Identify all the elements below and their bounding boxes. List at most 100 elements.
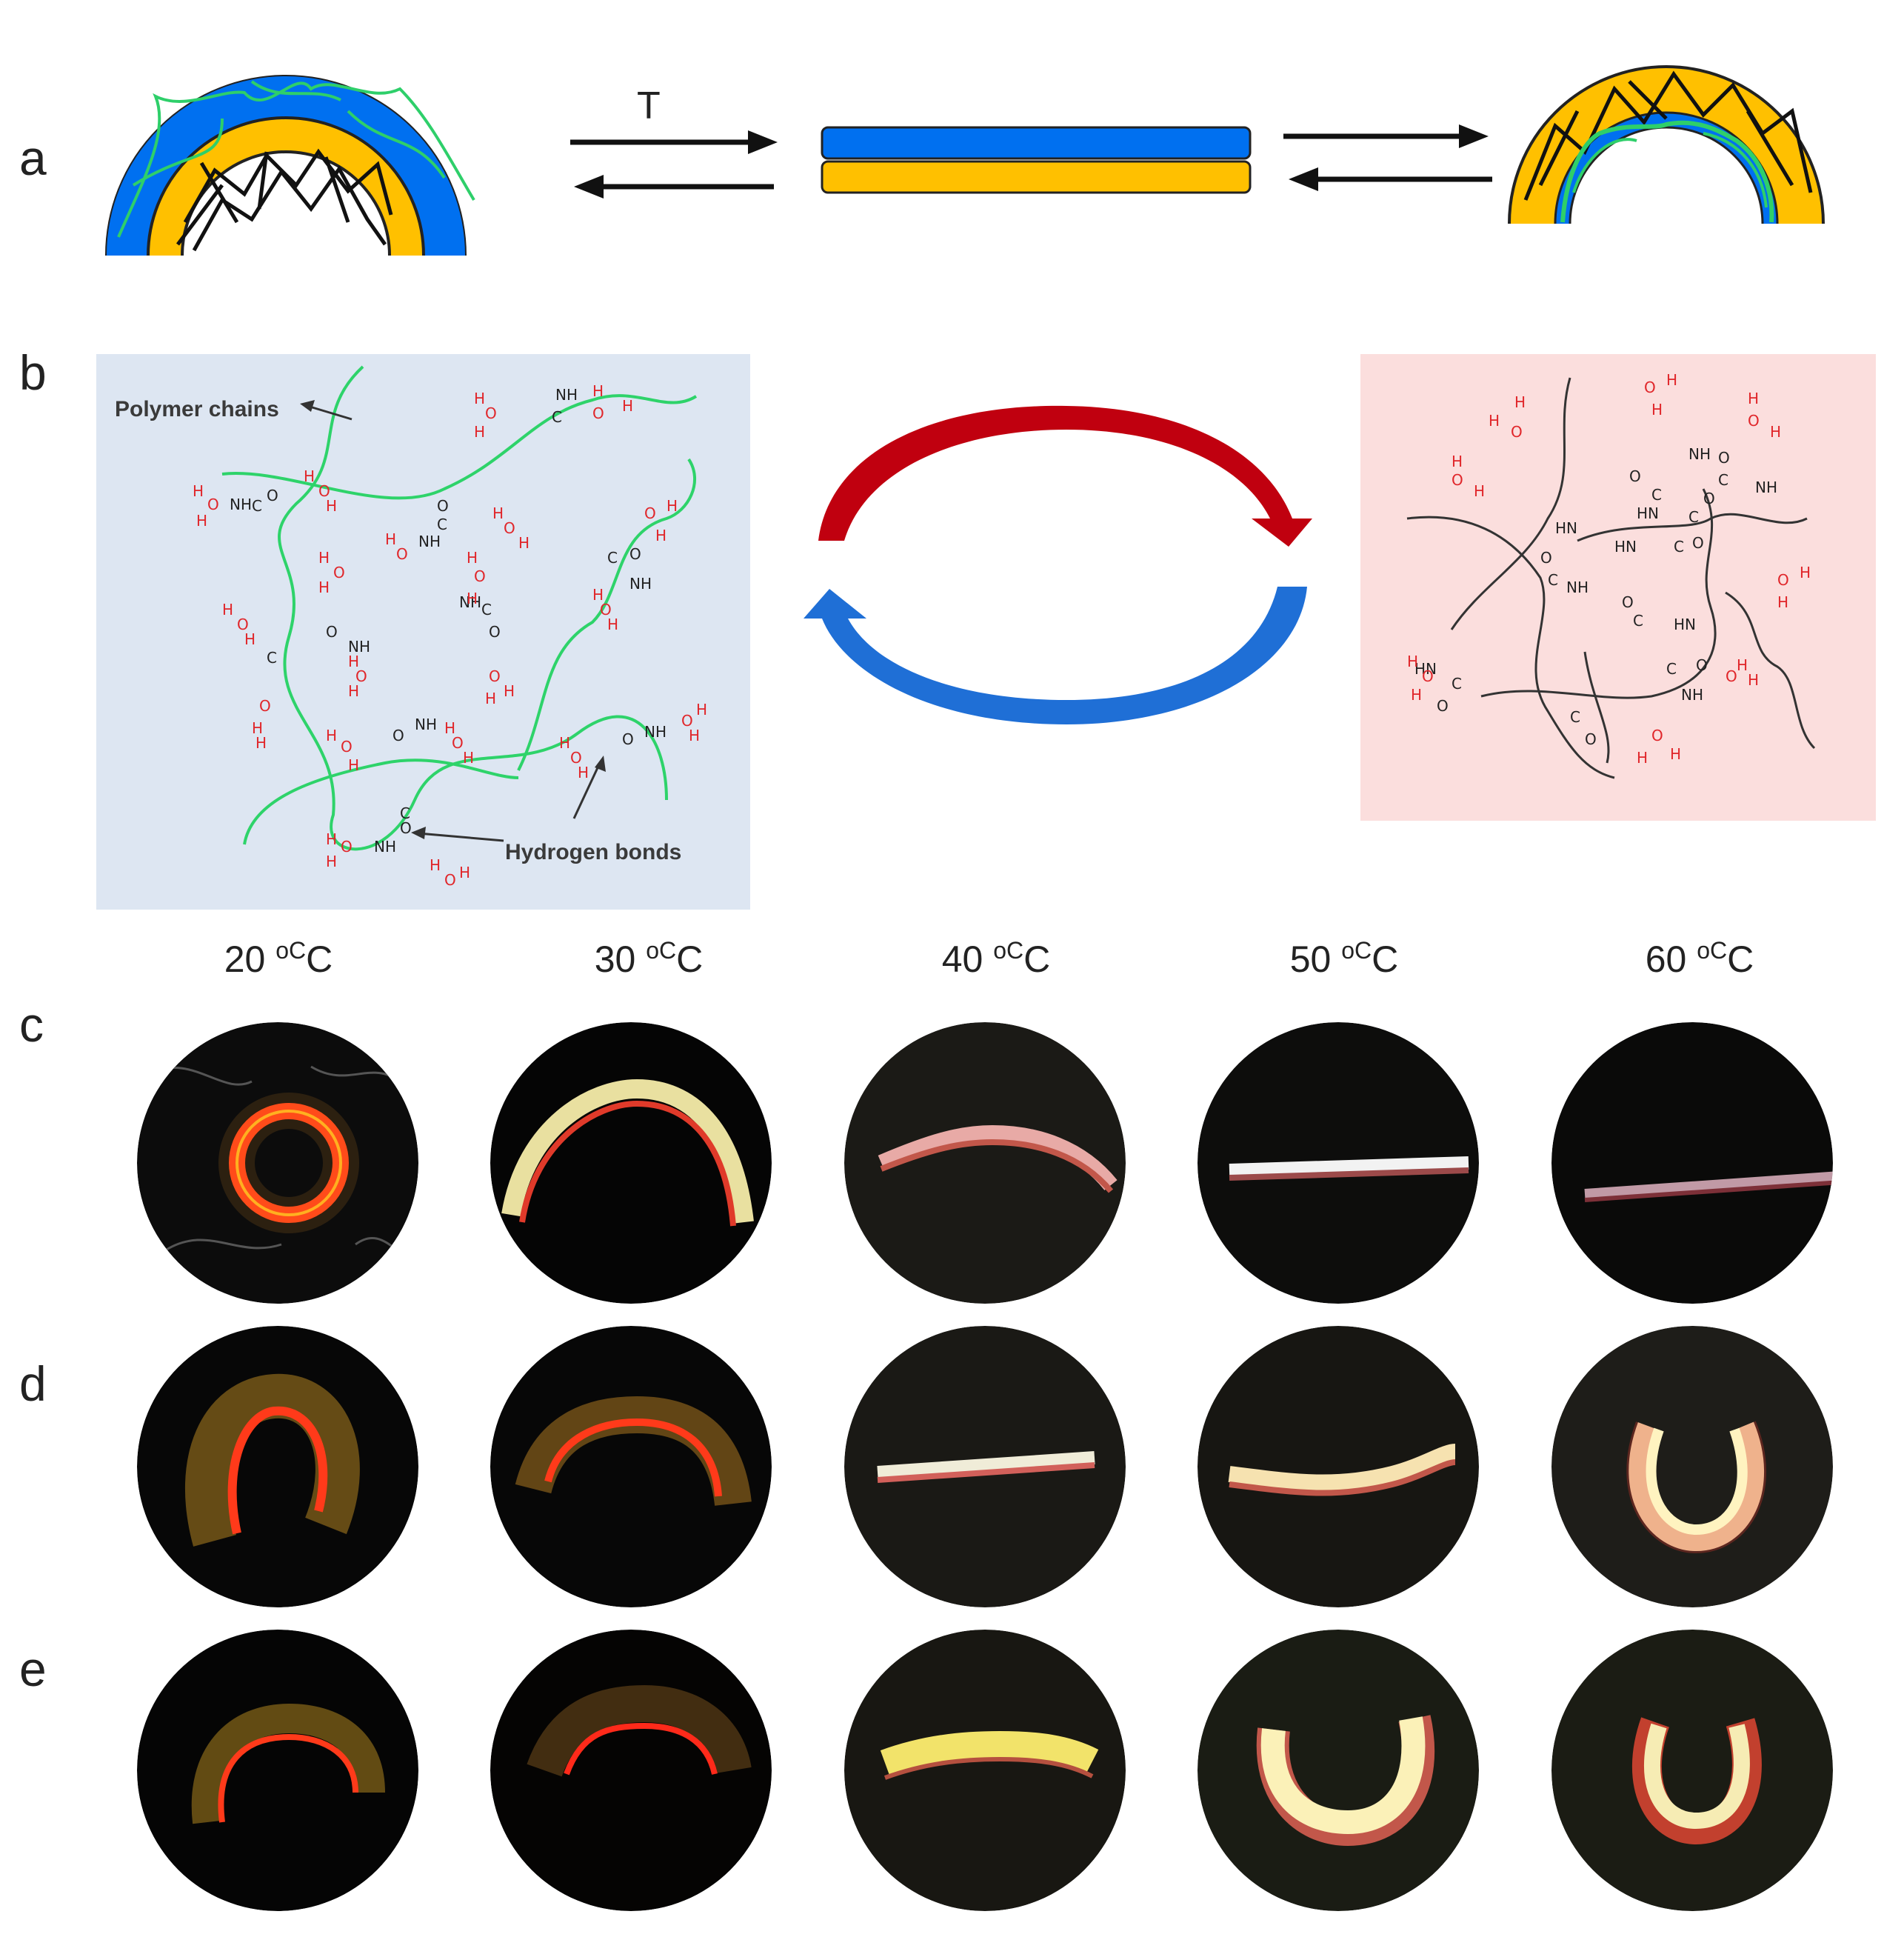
svg-text:O: O xyxy=(393,727,404,744)
svg-text:H: H xyxy=(196,512,207,530)
svg-text:C: C xyxy=(1633,612,1643,630)
svg-text:H: H xyxy=(696,701,707,719)
svg-text:O: O xyxy=(1777,571,1789,589)
svg-text:C: C xyxy=(267,649,277,667)
photo-d-60C xyxy=(1551,1326,1833,1607)
polymer-chains-label: Polymer chains xyxy=(115,397,279,421)
svg-text:H: H xyxy=(485,690,496,707)
svg-text:HN: HN xyxy=(1555,519,1577,537)
svg-text:NH: NH xyxy=(415,716,437,733)
svg-text:H: H xyxy=(255,734,267,752)
svg-text:NH: NH xyxy=(1755,479,1777,496)
photo-e-40C xyxy=(844,1630,1126,1911)
svg-text:C: C xyxy=(1666,660,1677,678)
svg-text:H: H xyxy=(193,482,204,500)
svg-text:C: C xyxy=(252,497,262,515)
svg-text:H: H xyxy=(222,601,233,619)
svg-text:H: H xyxy=(244,630,255,648)
svg-text:O: O xyxy=(489,667,501,685)
svg-text:O: O xyxy=(1622,593,1634,611)
svg-text:O: O xyxy=(681,712,693,730)
svg-text:C: C xyxy=(400,804,410,822)
svg-text:H: H xyxy=(318,579,330,596)
svg-text:O: O xyxy=(1422,667,1434,685)
svg-text:NH: NH xyxy=(230,496,252,513)
svg-text:O: O xyxy=(1644,379,1656,396)
svg-text:O: O xyxy=(355,667,367,685)
svg-text:O: O xyxy=(237,616,249,633)
svg-text:C: C xyxy=(552,408,562,426)
svg-text:O: O xyxy=(1718,449,1730,467)
svg-text:O: O xyxy=(1585,730,1597,748)
svg-text:H: H xyxy=(474,423,485,441)
svg-text:H: H xyxy=(504,682,515,700)
photo-e-50C xyxy=(1197,1630,1479,1911)
panel-label-b: b xyxy=(19,345,47,400)
svg-text:H: H xyxy=(304,467,315,485)
svg-text:H: H xyxy=(1489,412,1500,430)
svg-text:HN: HN xyxy=(1414,660,1437,678)
svg-text:H: H xyxy=(1748,390,1759,407)
svg-text:O: O xyxy=(1726,667,1737,685)
svg-text:NH: NH xyxy=(644,723,667,741)
svg-text:NH: NH xyxy=(418,533,441,550)
svg-text:C: C xyxy=(1548,571,1558,589)
svg-text:O: O xyxy=(622,730,634,748)
svg-text:HN: HN xyxy=(1614,538,1637,556)
panel-a-arrows-left: T xyxy=(570,84,778,199)
svg-text:O: O xyxy=(267,487,278,504)
svg-text:H: H xyxy=(655,527,667,544)
svg-text:H: H xyxy=(622,397,633,415)
svg-text:C: C xyxy=(1570,708,1580,726)
svg-text:H: H xyxy=(689,727,700,744)
svg-text:H: H xyxy=(318,549,330,567)
panel-b-heating-cycle xyxy=(804,405,1312,724)
svg-text:O: O xyxy=(600,601,612,619)
svg-text:O: O xyxy=(1692,534,1704,552)
svg-text:H: H xyxy=(326,853,337,870)
photo-c-50C xyxy=(1197,1022,1479,1304)
svg-text:O: O xyxy=(504,519,515,537)
svg-text:H: H xyxy=(667,497,678,515)
panel-label-d: d xyxy=(19,1356,47,1411)
svg-text:O: O xyxy=(485,404,497,422)
svg-text:NH: NH xyxy=(459,593,481,611)
svg-text:C: C xyxy=(1651,486,1662,504)
hydrogen-bonds-label: Hydrogen bonds xyxy=(505,840,681,864)
svg-text:H: H xyxy=(1770,423,1781,441)
temp-header-20: 20 oCC xyxy=(224,937,333,980)
svg-text:O: O xyxy=(437,497,449,515)
svg-text:H: H xyxy=(1748,671,1759,689)
panel-label-e: e xyxy=(19,1641,47,1696)
svg-text:O: O xyxy=(1437,697,1449,715)
svg-text:O: O xyxy=(489,623,501,641)
svg-text:H: H xyxy=(1666,371,1677,389)
svg-text:H: H xyxy=(518,534,530,552)
svg-text:O: O xyxy=(1696,656,1708,674)
svg-text:H: H xyxy=(492,504,504,522)
svg-text:H: H xyxy=(459,864,470,881)
photo-c-40C xyxy=(844,1022,1126,1304)
svg-text:NH: NH xyxy=(348,638,370,656)
svg-text:H: H xyxy=(463,749,474,767)
svg-text:O: O xyxy=(259,697,271,715)
svg-text:O: O xyxy=(341,738,353,756)
svg-text:O: O xyxy=(1629,467,1641,485)
svg-text:H: H xyxy=(348,756,359,774)
svg-text:O: O xyxy=(396,545,408,563)
svg-text:H: H xyxy=(1800,564,1811,581)
svg-text:H: H xyxy=(578,764,589,781)
svg-text:C: C xyxy=(437,516,447,533)
svg-text:H: H xyxy=(252,719,263,737)
svg-text:H: H xyxy=(1452,453,1463,470)
svg-text:H: H xyxy=(1637,749,1648,767)
svg-text:O: O xyxy=(444,871,456,889)
svg-text:O: O xyxy=(318,482,330,500)
svg-text:C: C xyxy=(1452,675,1462,693)
svg-text:O: O xyxy=(1748,412,1760,430)
svg-text:H: H xyxy=(607,616,618,633)
svg-text:C: C xyxy=(1674,538,1684,556)
svg-text:O: O xyxy=(1511,423,1523,441)
